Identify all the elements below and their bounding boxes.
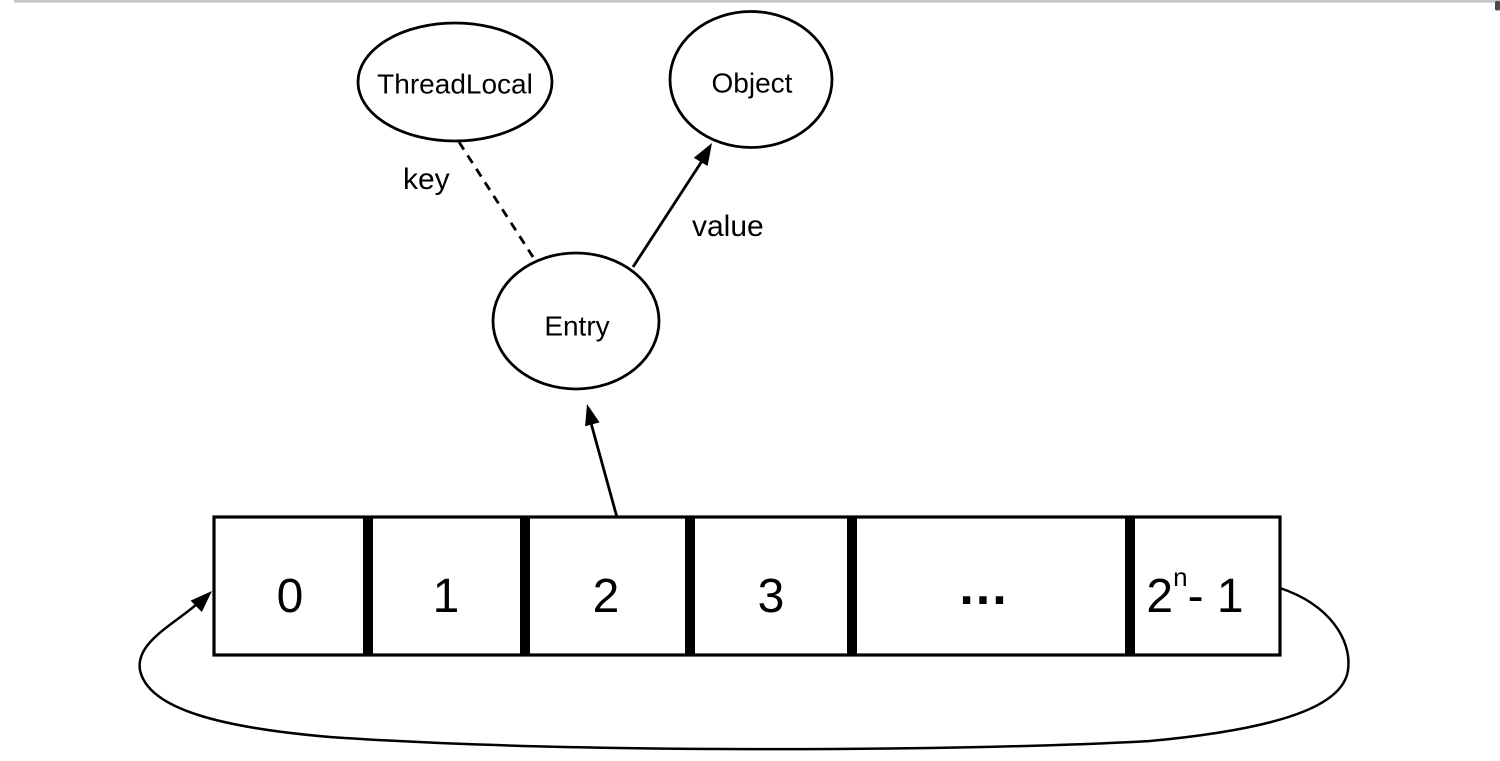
array-last-base: 2: [1146, 570, 1173, 623]
entry-node: Entry: [491, 251, 661, 391]
value-arrowhead-icon: [693, 143, 712, 166]
wraparound-arrowhead-icon: [190, 591, 212, 612]
scrollbar-thumb[interactable]: [1495, 1, 1500, 11]
wraparound-edge: [138, 586, 1350, 751]
slot-to-entry-edge: [585, 404, 620, 522]
key-edge-label: key: [403, 163, 450, 196]
array-cell-label-2: 2: [593, 570, 620, 623]
entry-node-label: Entry: [544, 311, 609, 342]
object-node: Object: [668, 10, 834, 149]
array: 0 1 2 3 ... 2n- 1: [212, 515, 1282, 657]
array-last-rest: - 1: [1188, 570, 1244, 623]
array-cell-label-ellipsis: ...: [959, 558, 1008, 616]
array-cell-label-1: 1: [433, 570, 460, 623]
object-node-label: Object: [712, 68, 793, 99]
array-cell-label-3: 3: [758, 570, 785, 623]
array-cell-label-last: 2n- 1: [1146, 562, 1243, 623]
array-last-sup: n: [1173, 562, 1187, 592]
value-edge: [631, 143, 712, 268]
key-edge: [457, 141, 535, 258]
value-edge-label: value: [692, 210, 764, 243]
array-cell-label-0: 0: [277, 570, 304, 623]
top-bar: [14, 0, 1500, 3]
threadlocal-node-label: ThreadLocal: [377, 69, 533, 100]
slot-arrowhead-icon: [585, 404, 600, 427]
threadlocal-node: ThreadLocal: [356, 21, 554, 143]
